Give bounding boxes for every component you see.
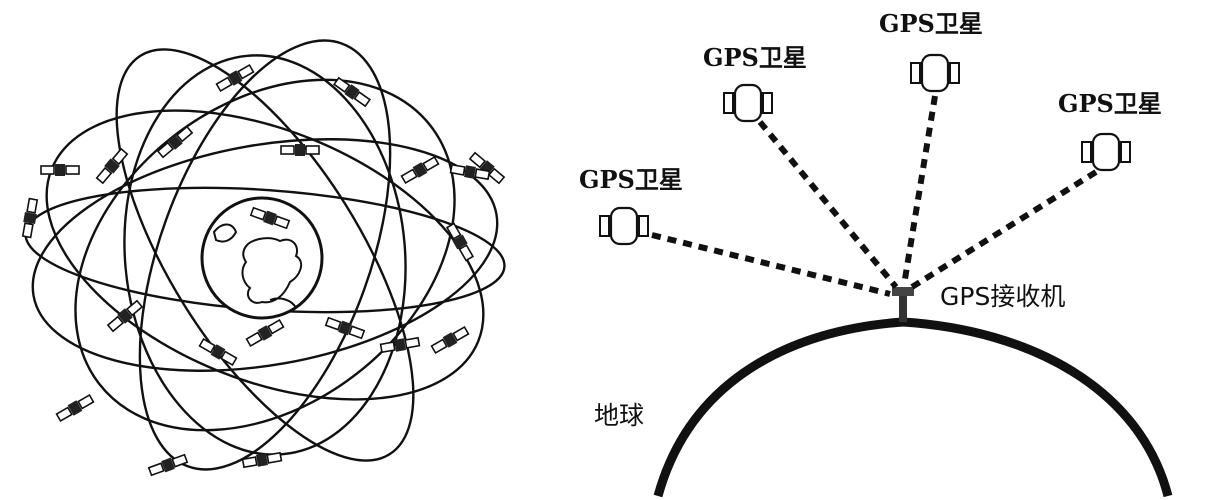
constellation-satellite [106,299,144,333]
link-satellite [1081,132,1131,172]
constellation-satellite [379,336,421,354]
constellation-satellite [215,63,255,93]
link-satellite [910,53,960,93]
earth-surface-arc [653,317,1173,498]
constellation-satellite [198,337,238,367]
constellation-satellite [324,316,366,340]
constellation-satellite [245,318,285,348]
signal-link [901,95,938,286]
constellation-satellite [430,325,470,355]
earth-label: 地球 [594,401,644,430]
constellation-satellite [249,206,291,230]
satellite-label: GPS卫星 [703,43,807,72]
orbit-ring [123,54,407,456]
continent-outline [212,223,238,243]
constellation-satellite [400,155,440,185]
constellation-satellite [40,164,80,176]
constellation-satellite [95,147,129,185]
signal-link [757,120,899,289]
earth-globe [200,196,324,320]
continent-outline [269,297,297,309]
constellation-satellite [21,197,39,239]
orbit-ring [31,138,499,372]
constellation-satellite [241,451,283,469]
link-satellite [599,206,649,246]
orbit-rings [24,39,506,471]
receiver-label: GPS接收机 [940,282,1065,311]
constellation-satellite [445,222,475,262]
constellation-satellite [156,125,194,159]
orbit-ring [115,48,415,462]
link-satellite [723,83,773,123]
constellation-satellite [280,144,320,156]
constellation-satellite [449,163,491,181]
satellite-label: GPS卫星 [1058,89,1162,118]
signal-links [651,95,1098,297]
constellation-satellite [55,393,95,423]
constellation-satellite [147,453,189,477]
satellite-label: GPS卫星 [579,165,683,194]
gps-constellation-illustration [21,39,506,477]
orbit-ring [138,39,392,471]
signal-link [910,169,1098,290]
satellite-label: GPS卫星 [879,9,983,38]
signal-link [651,232,891,297]
constellation-satellite [333,76,371,108]
satellite-receiver-diagram: 地球 GPS接收机 [579,9,1173,498]
gps-receiver-icon [892,287,914,322]
constellation-satellites [21,63,506,477]
